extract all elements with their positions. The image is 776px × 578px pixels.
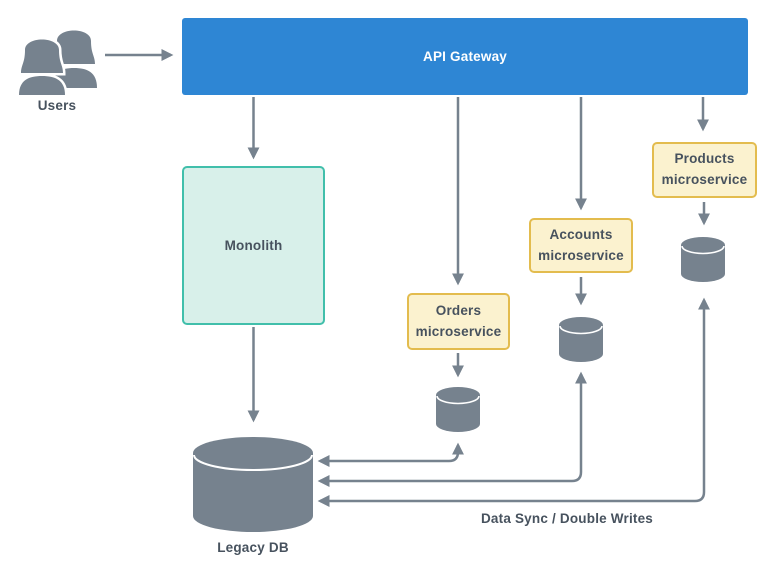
data-sync-label: Data Sync / Double Writes [480,511,654,526]
monolith-label: Monolith [224,238,283,253]
orders-microservice-label: Orders microservice [415,302,502,339]
sync-line-orders-db [317,442,464,467]
orders-microservice-node: Orders microservice [407,293,510,350]
api-gateway-label: API Gateway [423,49,507,64]
front-user-silhouette [16,37,68,98]
products-microservice-label: Products microservice [661,151,748,187]
orders-db-cylinder [436,387,480,432]
accounts-microservice-label: Accounts microservice [538,226,624,263]
products-microservice-node: Products microservice [652,142,757,198]
monolith-node: Monolith [182,166,325,325]
api-gateway-node: API Gateway [182,18,748,95]
products-db-cylinder [681,237,725,282]
legacy-db-label: Legacy DB [217,540,289,555]
sync-line-products-db [317,297,710,507]
users-label: Users [37,98,77,113]
accounts-db-cylinder [559,317,603,362]
users-icon [16,30,97,98]
accounts-microservice-node: Accounts microservice [529,218,633,273]
legacy-db-cylinder [193,437,313,532]
